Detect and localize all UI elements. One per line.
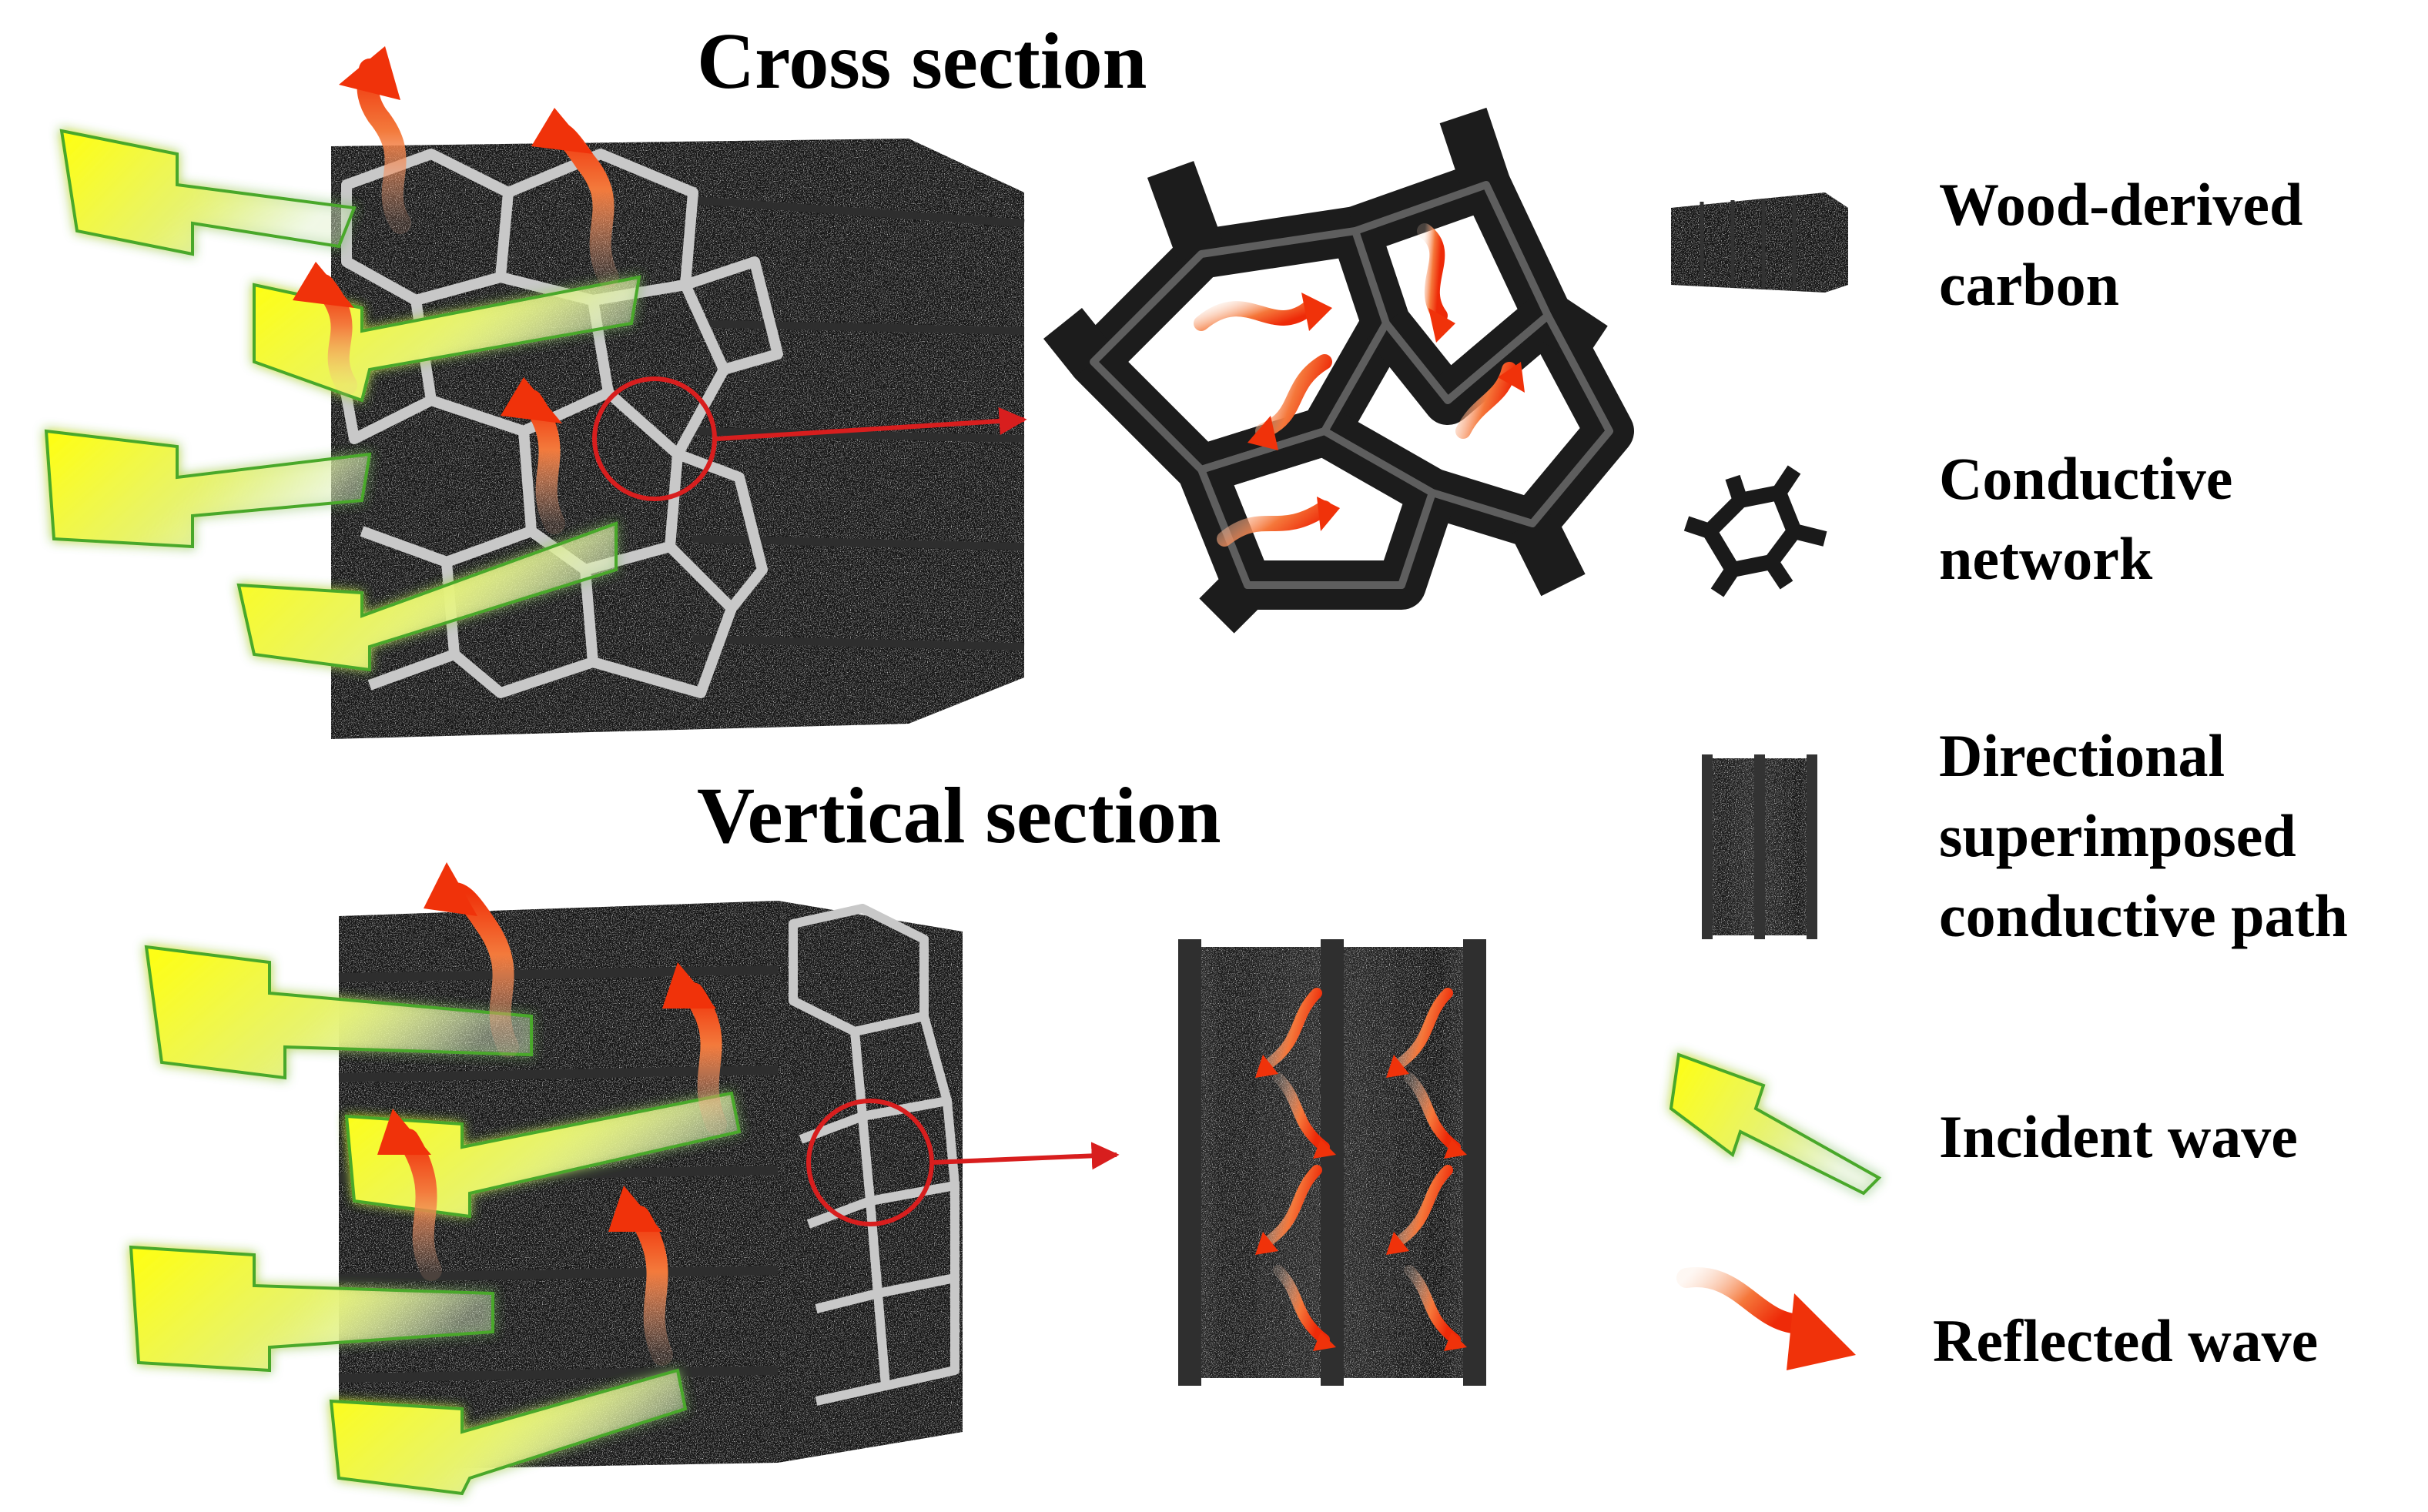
- conductive-network-icon: [1683, 465, 1827, 597]
- legend-label-wood-carbon: Wood-derived carbon: [1939, 171, 2303, 318]
- lightning-bolt-icon: [44, 429, 372, 549]
- legend-label-reflected-wave: Reflected wave: [1933, 1307, 2319, 1374]
- legend-label-directional-path: Directional superimposed conductive path: [1939, 722, 2348, 949]
- directional-channel-icon: [1702, 754, 1817, 939]
- vertical-section-title: Vertical section: [697, 771, 1221, 860]
- callout-arrow-cross: [715, 407, 1027, 441]
- legend-label-conductive-network: Conductive network: [1939, 445, 2233, 592]
- lightning-bolt-icon: [236, 521, 618, 672]
- cross-section-title: Cross section: [697, 17, 1147, 105]
- channel-zoom: [1178, 939, 1486, 1386]
- fiber-ridges: [692, 196, 1025, 651]
- end-grain-network: [789, 904, 959, 1406]
- reflected-heads-vertical: [377, 862, 716, 1232]
- wood-carbon-block-icon: [1671, 192, 1848, 293]
- reflected-heads-cross: [293, 46, 593, 423]
- cross-section-block: [331, 139, 1027, 739]
- callout-arrow-vertical: [931, 1142, 1120, 1170]
- legend-label-incident-wave: Incident wave: [1939, 1103, 2298, 1170]
- lightning-bolt-icon: [59, 129, 357, 256]
- lightning-bolt-icon: [329, 1368, 688, 1496]
- lightning-bolt-icon: [1669, 1052, 1882, 1196]
- network-zoom: [1043, 107, 1634, 634]
- incident-waves-vertical: [129, 945, 742, 1496]
- lightning-bolt-icon: [344, 1091, 742, 1219]
- callout-circle-cross: [592, 376, 717, 501]
- lightning-bolt-icon: [144, 945, 533, 1080]
- lightning-bolt-icon: [129, 1245, 494, 1373]
- wavy-arrow-icon: [1676, 1267, 1856, 1370]
